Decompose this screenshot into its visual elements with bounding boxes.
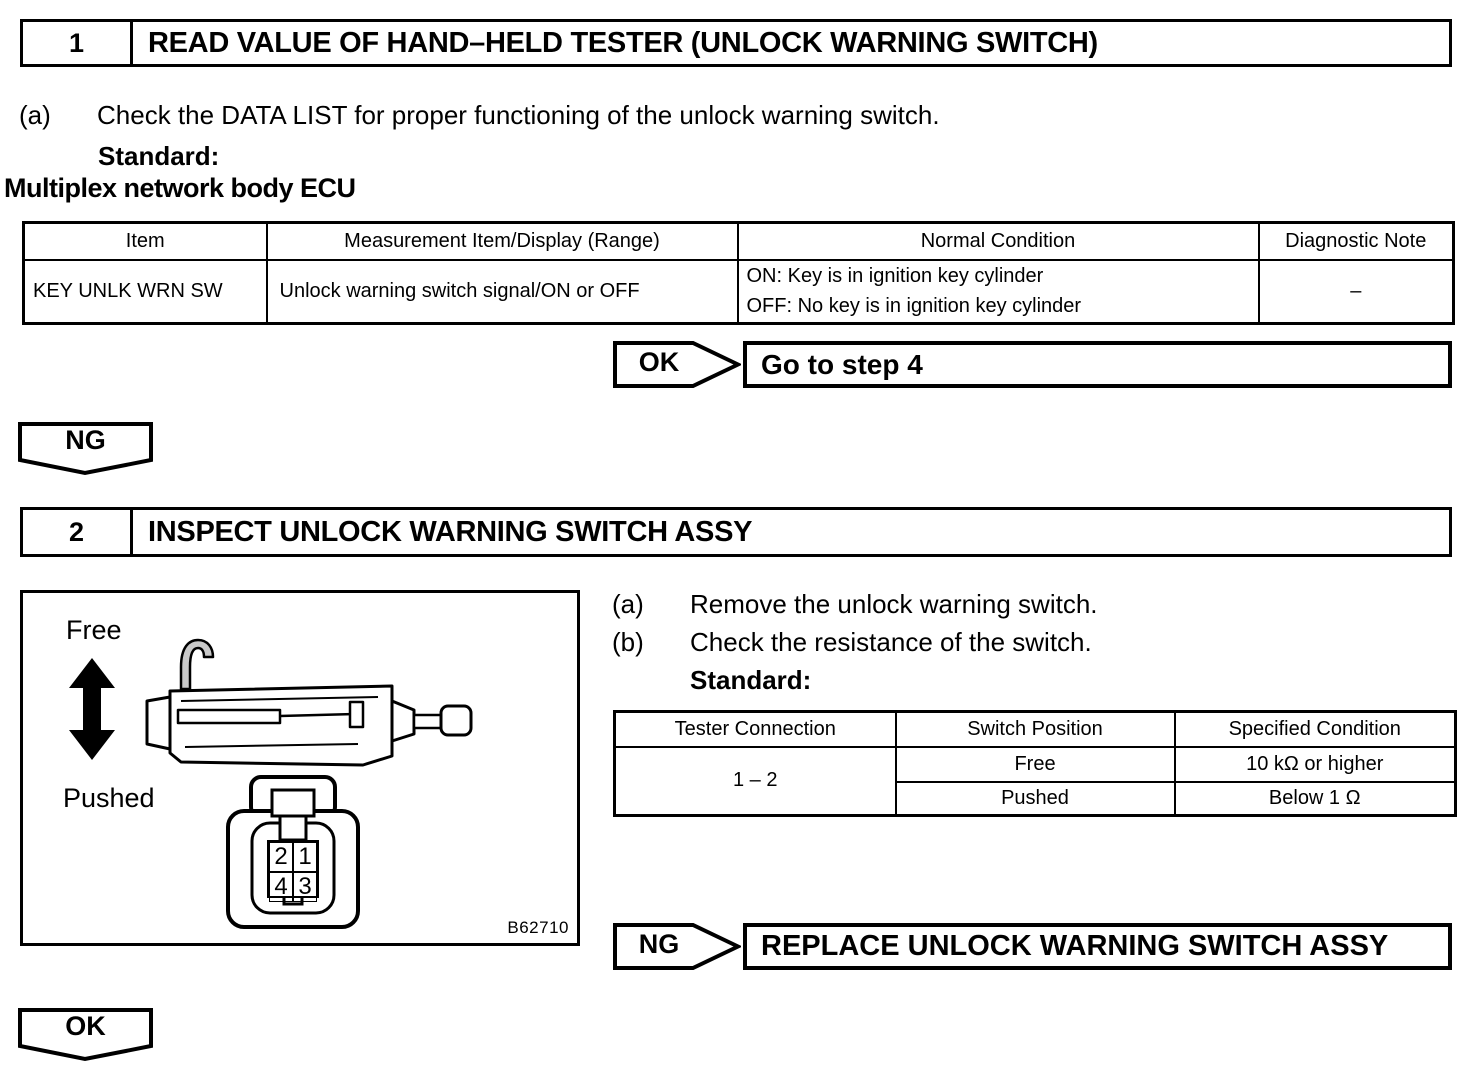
ng-arrow-label: NG — [638, 929, 680, 959]
col-header-normal-condition: Normal Condition — [736, 221, 1260, 261]
step1-number: 1 — [23, 22, 133, 64]
ng-result-action: REPLACE UNLOCK WARNING SWITCH ASSY — [761, 930, 1389, 962]
ok-arrow-shape — [613, 341, 741, 388]
step2-instruction-b-text: Check the resistance of the switch. — [690, 627, 1092, 657]
up-down-arrow-icon — [69, 658, 115, 760]
ng-down-shape — [18, 422, 153, 476]
pin-4: 4 — [269, 872, 293, 902]
table-row: 1 – 2 Free 10 kΩ or higher — [613, 745, 1457, 817]
resistance-table: Tester Connection Switch Position Specif… — [613, 710, 1457, 817]
cell-condition-pushed: Below 1 Ω — [1173, 780, 1457, 817]
step2-title: INSPECT UNLOCK WARNING SWITCH ASSY — [148, 515, 753, 548]
pushed-label: Pushed — [63, 783, 155, 813]
figure-id: B62710 — [507, 918, 569, 937]
step2-instruction-a-label: (a) — [612, 589, 644, 619]
ok-arrow: OK — [613, 341, 741, 388]
pin-1: 1 — [293, 842, 317, 872]
figure-box: Free Pushed 2 1 4 3 B62710 — [20, 590, 580, 946]
normal-condition-on: ON: Key is in ignition key cylinder — [746, 265, 1044, 288]
ok-result-action: Go to step 4 — [761, 348, 923, 380]
step2-number: 2 — [23, 510, 133, 554]
cell-tester-connection: 1 – 2 — [613, 745, 897, 817]
col-header-specified-condition: Specified Condition — [1173, 710, 1457, 748]
ok-down-arrow: OK — [18, 1008, 153, 1062]
col-header-measurement: Measurement Item/Display (Range) — [265, 221, 739, 261]
cell-normal-condition: ON: Key is in ignition key cylinder OFF:… — [736, 258, 1260, 325]
col-header-diagnostic-note: Diagnostic Note — [1257, 221, 1455, 261]
step2-instruction-a-text: Remove the unlock warning switch. — [690, 589, 1098, 619]
ng-down-label: NG — [65, 425, 106, 455]
free-label: Free — [66, 615, 122, 645]
pin-2: 2 — [269, 842, 293, 872]
step2-instruction-b-label: (b) — [612, 627, 644, 657]
table-row: Pushed Below 1 Ω — [615, 780, 1457, 817]
step1-standard-label: Standard: — [98, 141, 220, 171]
col-header-item: Item — [22, 221, 268, 261]
step2-standard-label: Standard: — [690, 665, 812, 695]
step1-header: 1 READ VALUE OF HAND–HELD TESTER (UNLOCK… — [20, 19, 1452, 67]
ok-down-label: OK — [65, 1011, 106, 1041]
step1-title: READ VALUE OF HAND–HELD TESTER (UNLOCK W… — [148, 26, 1098, 59]
ok-arrow-label: OK — [638, 347, 680, 377]
step1-instruction-label: (a) — [19, 100, 51, 130]
table-header-row: Tester Connection Switch Position Specif… — [613, 710, 1457, 748]
col-header-switch-position: Switch Position — [894, 710, 1176, 748]
cell-measurement: Unlock warning switch signal/ON or OFF — [265, 258, 739, 325]
cell-item: KEY UNLK WRN SW — [22, 258, 268, 325]
cell-diagnostic-note: – — [1257, 258, 1455, 325]
ecu-heading: Multiplex network body ECU — [4, 173, 356, 203]
ng-down-arrow: NG — [18, 422, 153, 476]
ok-down-shape — [18, 1008, 153, 1062]
cell-position-free: Free — [894, 745, 1176, 783]
ng-arrow: NG — [613, 923, 741, 970]
step1-instruction-text: Check the DATA LIST for proper functioni… — [97, 100, 940, 130]
table-row: KEY UNLK WRN SW Unlock warning switch si… — [22, 258, 1455, 325]
pin-3: 3 — [293, 872, 317, 902]
ok-result-box: Go to step 4 — [743, 341, 1452, 388]
connector-pin-grid: 2 1 4 3 — [267, 840, 319, 902]
cell-condition-free: 10 kΩ or higher — [1173, 745, 1457, 783]
normal-condition-off: OFF: No key is in ignition key cylinder — [746, 295, 1082, 318]
ng-arrow-shape — [613, 923, 741, 970]
step2-header: 2 INSPECT UNLOCK WARNING SWITCH ASSY — [20, 507, 1452, 557]
table-header-row: Item Measurement Item/Display (Range) No… — [22, 221, 1455, 261]
col-header-tester-connection: Tester Connection — [613, 710, 897, 748]
ng-result-box: REPLACE UNLOCK WARNING SWITCH ASSY — [743, 923, 1452, 970]
cell-position-pushed: Pushed — [894, 780, 1176, 817]
data-list-table: Item Measurement Item/Display (Range) No… — [22, 221, 1455, 325]
